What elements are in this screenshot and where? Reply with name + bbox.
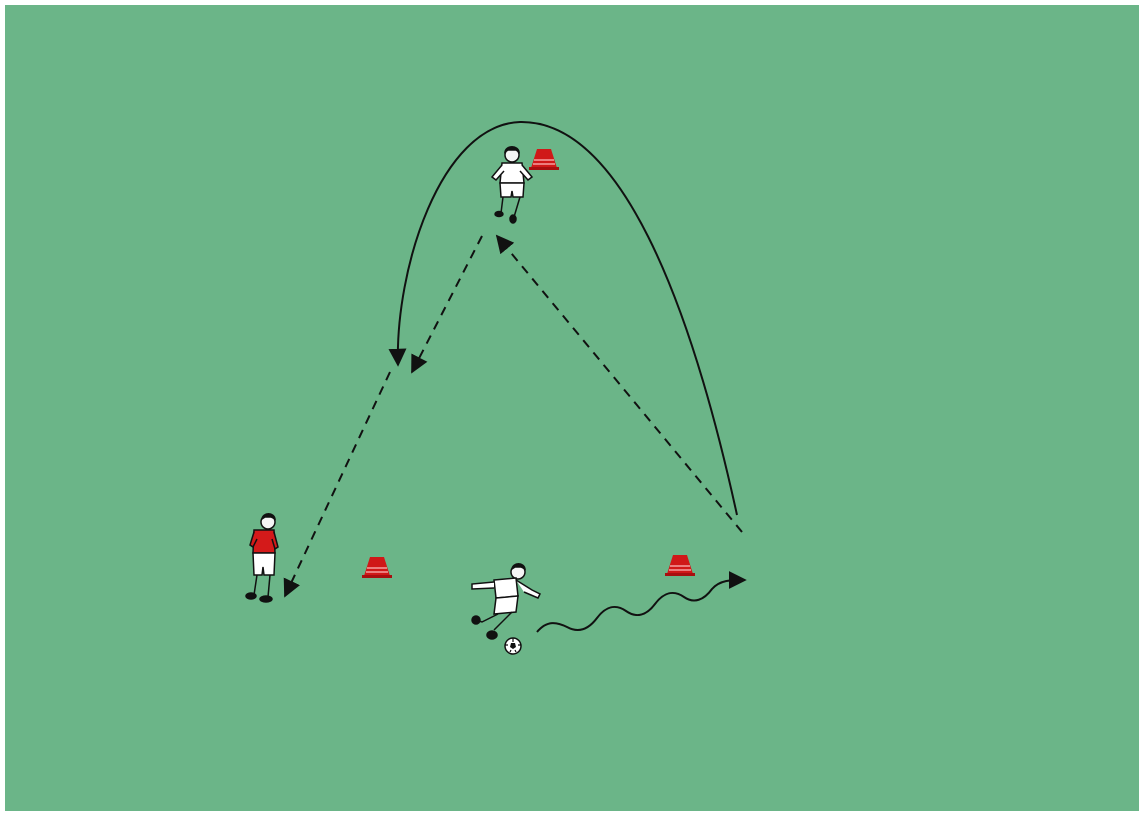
- soccer-ball-icon: [505, 638, 521, 654]
- pitch-area: [5, 5, 1139, 811]
